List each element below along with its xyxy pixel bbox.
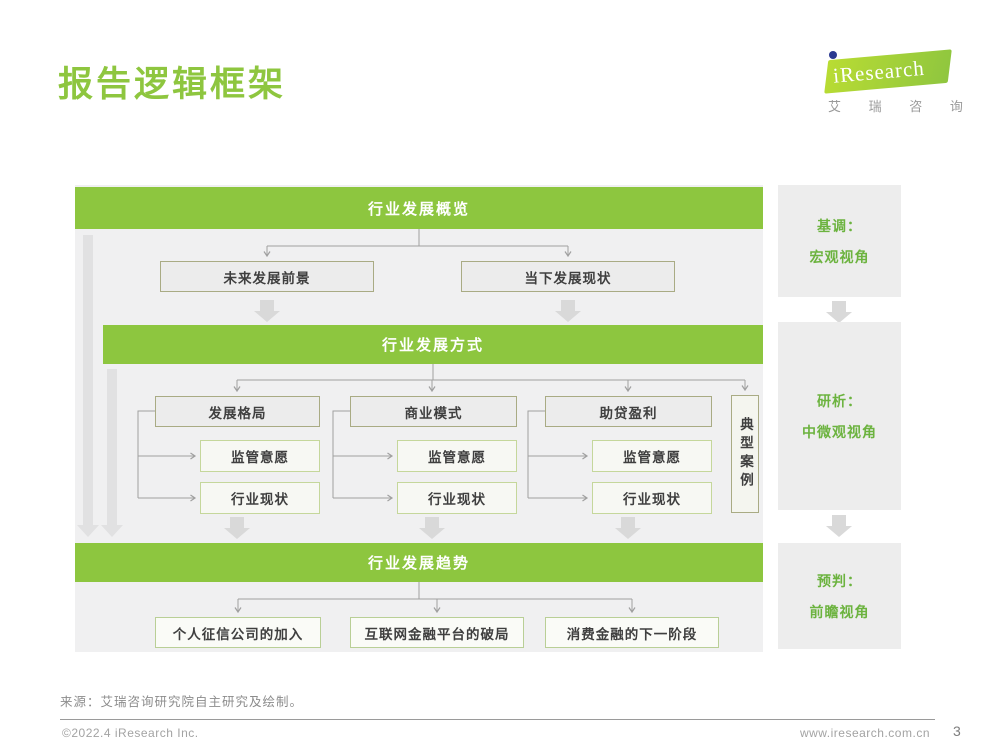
node-development-pattern: 发展格局 [155,396,320,427]
block-arrow-down-icon [254,300,280,322]
node-internet-finance-breakthrough: 互联网金融平台的破局 [350,617,524,648]
sidebar-stage-macro: 基调： 宏观视角 [778,185,901,297]
footer-divider [60,719,935,720]
page-title: 报告逻辑框架 [58,65,287,104]
section-bar-industry-overview: 行业发展概览 [75,187,763,229]
flow-arrow-mode-to-trend [101,369,123,537]
node-loan-profit: 助贷盈利 [545,396,712,427]
node-regulatory-will-1: 监管意愿 [200,440,320,472]
block-arrow-down-icon [615,517,641,539]
node-business-model: 商业模式 [350,396,517,427]
node-current-status: 当下发展现状 [461,261,675,292]
section-bar-development-mode: 行业发展方式 [103,325,763,364]
page-number: 3 [953,723,961,739]
sidebar-stage-label: 研析： [817,392,862,409]
node-regulatory-will-2: 监管意愿 [397,440,517,472]
node-industry-status-3: 行业现状 [592,482,712,514]
sidebar-stage-view: 中微观视角 [802,423,877,440]
node-consumer-finance-next-stage: 消费金融的下一阶段 [545,617,719,648]
source-note: 来源：艾瑞咨询研究院自主研究及绘制。 [60,695,304,709]
footer-website: www.iresearch.com.cn [799,726,930,740]
sidebar-stage-view: 前瞻视角 [809,603,870,620]
footer-copyright: ©2022.4 iResearch Inc. [62,726,199,740]
logo-chinese-name: 艾 瑞 咨 询 [828,99,975,114]
section-bar-development-trend: 行业发展趋势 [75,543,763,582]
block-arrow-down-icon [419,517,445,539]
sidebar-stage-label: 预判： [817,572,862,589]
block-arrow-down-icon [224,517,250,539]
logo-brand-text: iResearch [832,55,926,88]
node-typical-cases: 典型案例 [731,395,759,513]
node-industry-status-2: 行业现状 [397,482,517,514]
sidebar-stage-meso: 研析： 中微观视角 [778,322,901,510]
node-future-prospects: 未来发展前景 [160,261,374,292]
block-arrow-down-icon [555,300,581,322]
block-arrow-down-icon [826,515,852,537]
node-regulatory-will-3: 监管意愿 [592,440,712,472]
iresearch-logo: iResearch 艾 瑞 咨 询 [800,46,963,118]
logo-banner-shape: iResearch [824,49,952,94]
flow-arrow-overview-to-trend [77,235,99,537]
node-personal-credit-companies: 个人征信公司的加入 [155,617,321,648]
block-arrow-down-icon [826,301,852,323]
sidebar-stage-view: 宏观视角 [809,248,870,265]
logo-i-dot-icon [829,51,837,59]
sidebar-stage-label: 基调： [817,217,862,234]
node-industry-status-1: 行业现状 [200,482,320,514]
sidebar-stage-foresight: 预判： 前瞻视角 [778,543,901,649]
